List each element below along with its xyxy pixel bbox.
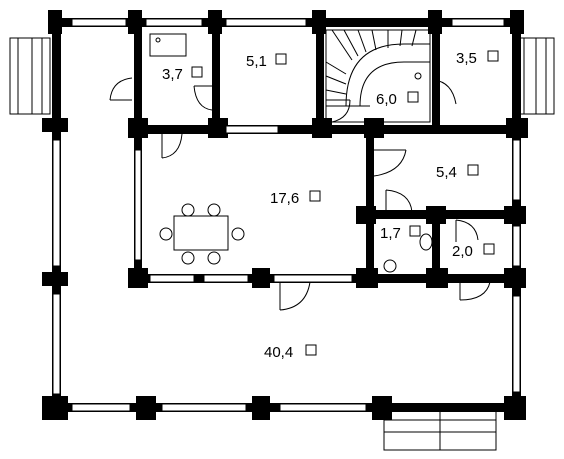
square-icon: [191, 66, 203, 78]
area-value: 6,0: [376, 91, 397, 108]
room-label-living: 17,6: [270, 190, 321, 207]
square-icon: [487, 50, 499, 62]
room-label-wc: 1,7: [380, 225, 421, 242]
area-value: 3,7: [162, 66, 183, 83]
area-value: 3,5: [456, 50, 477, 67]
square-icon: [409, 225, 421, 237]
room-label-terrace: 40,4: [264, 344, 317, 361]
doors: [109, 77, 491, 311]
area-value: 2,0: [452, 243, 473, 260]
fixtures: [149, 33, 433, 273]
room-label-room-e: 5,4: [436, 164, 479, 181]
square-icon: [305, 344, 317, 356]
room-label-closet: 2,0: [452, 243, 495, 260]
area-value: 17,6: [270, 190, 299, 207]
area-value: 5,1: [246, 53, 267, 70]
porches: [9, 37, 555, 451]
area-value: 40,4: [264, 344, 293, 361]
room-label-room-ne: 3,5: [456, 50, 499, 67]
room-label-stairs: 6,0: [376, 91, 419, 108]
square-icon: [483, 243, 495, 255]
area-value: 1,7: [380, 225, 401, 242]
square-icon: [275, 53, 287, 65]
room-label-bath: 3,7: [162, 66, 203, 83]
room-labels: 3,7 5,1 6,0 3,5 17,6 5,4 1,7 2,0: [162, 50, 499, 361]
area-value: 5,4: [436, 164, 457, 181]
square-icon: [309, 190, 321, 202]
square-icon: [467, 164, 479, 176]
room-label-hall-top: 5,1: [246, 53, 287, 70]
staircase: [325, 29, 431, 123]
windows: [52, 18, 521, 412]
square-icon: [407, 91, 419, 103]
